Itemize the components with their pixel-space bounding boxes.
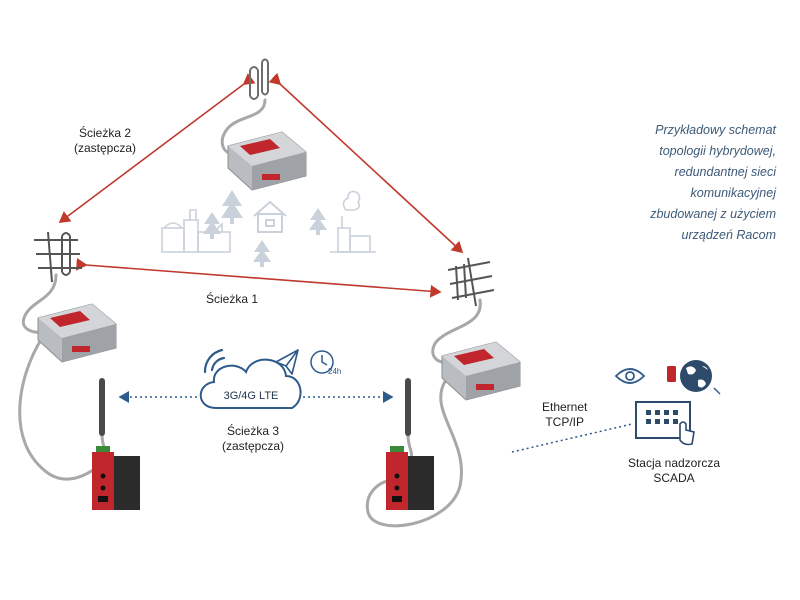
house-icon: [253, 200, 287, 233]
background-scenery: [161, 190, 376, 267]
cloud-icon: [199, 358, 302, 409]
lte-antenna-icon: [405, 378, 411, 436]
cable-left-bottom: [18, 336, 98, 481]
tree-icon: [203, 212, 221, 239]
paper-plane-icon: [275, 349, 299, 375]
antenna-icon: [249, 58, 269, 100]
lte-router-icon: [92, 446, 140, 510]
yagi-antenna-icon: [34, 231, 82, 283]
power-plant-icon: [330, 190, 376, 253]
caption-line: redundantnej sieci: [674, 165, 776, 179]
caption-line: komunikacyjnej: [690, 186, 776, 200]
caption-line: zbudowanej z użyciem: [650, 207, 776, 221]
cable-right-bottom: [365, 378, 463, 528]
ethernet-subtitle: TCP/IP: [545, 415, 585, 429]
router-icon: [37, 303, 117, 363]
path3-title: Ścieżka 3: [227, 424, 280, 438]
touch-panel-icon: [635, 401, 695, 446]
path2-link: [58, 73, 256, 223]
lte-router-icon: [386, 446, 434, 510]
scada-subtitle: SCADA: [653, 471, 695, 485]
clock-icon: [310, 350, 334, 374]
globe-icon: [667, 360, 721, 395]
radio-links: [58, 72, 464, 298]
ethernet-link: [511, 423, 633, 453]
factory-icon: [161, 209, 231, 253]
path3-label: Ścieżka 3 (zastępcza): [222, 424, 284, 454]
scada-label: Stacja nadzorcza SCADA: [622, 456, 726, 486]
cable-left-top: [21, 273, 58, 334]
path2-title: Ścieżka 2: [79, 126, 132, 140]
path2-label: Ścieżka 2 (zastępcza): [74, 126, 136, 156]
caption-line: Przykładowy schemat: [655, 123, 776, 137]
path2-subtitle: (zastępcza): [74, 141, 137, 155]
caption-line: urządzeń Racom: [681, 228, 777, 242]
eye-icon: [614, 368, 646, 384]
tree-icon: [221, 190, 243, 224]
cable-right-top: [431, 298, 482, 364]
triangle-right-link: [268, 72, 464, 254]
caption-line: topologii hybrydowej,: [659, 144, 776, 158]
path3-subtitle: (zastępcza): [222, 439, 285, 453]
ethernet-label: Ethernet TCP/IP: [542, 400, 587, 430]
clock-label: 24h: [328, 367, 341, 376]
router-icon: [227, 131, 307, 191]
signal-icon: [203, 348, 226, 374]
path1-label: Ścieżka 1: [206, 292, 259, 306]
yagi-antenna-icon: [447, 257, 495, 307]
lte-antenna-icon: [99, 378, 105, 436]
diagram-caption: Przykładowy schemat topologii hybrydowej…: [596, 120, 776, 246]
cloud-label: 3G/4G LTE: [223, 390, 279, 402]
router-icon: [441, 341, 521, 401]
tree-icon: [253, 240, 271, 267]
scada-title: Stacja nadzorcza: [627, 456, 721, 470]
path1-link: [75, 257, 442, 298]
ethernet-title: Ethernet: [542, 400, 588, 414]
tree-icon: [309, 208, 327, 235]
